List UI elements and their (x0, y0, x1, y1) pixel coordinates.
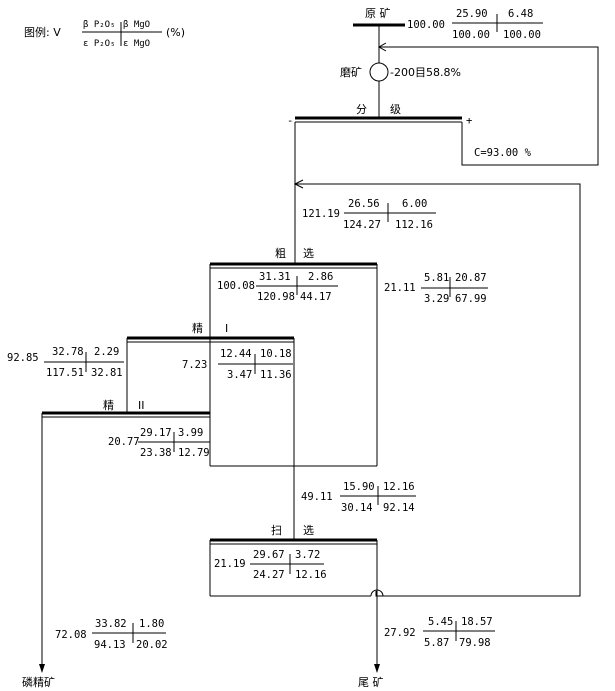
cleaner2-label-left: 精 (103, 399, 114, 412)
legend-prefix: 图例: V (24, 25, 61, 39)
rougher-label-left: 粗 (275, 247, 286, 260)
rougher-conc-b1: 31.31 (259, 271, 291, 283)
tailings-b1: 5.45 (428, 616, 453, 628)
recycle-line (379, 46, 599, 166)
cleaner1-tail-b1: 12.44 (220, 348, 252, 360)
cleaner1-tail-b2: 10.18 (260, 348, 292, 360)
legend: 图例: V β P₂O₅ β MgO ε P₂O₅ ε MgO (%) (24, 20, 185, 49)
classify-plus: + (466, 115, 472, 127)
classify-label-right: 级 (390, 103, 401, 116)
rougher-conc-e1: 120.98 (257, 291, 295, 303)
feed-b2: 6.48 (508, 8, 533, 20)
tailings-label: 尾 矿 (358, 676, 384, 689)
grinding-fineness: -200目58.8% (390, 66, 461, 79)
final-conc-e2: 20.02 (136, 639, 168, 651)
scav-feed-e2: 92.14 (383, 502, 415, 514)
scav-feed-b2: 12.16 (383, 481, 415, 493)
rougher-label-right: 选 (303, 247, 314, 260)
rougher-conc-e2: 44.17 (300, 291, 332, 303)
cleaner1-feed-v: 92.85 (7, 352, 39, 364)
rougher-feed-e1: 124.27 (343, 219, 381, 231)
scav-conc-b2: 3.72 (295, 549, 320, 561)
rougher-tail-b2: 20.87 (455, 272, 487, 284)
cleaner2-label-right: II (138, 399, 145, 412)
rougher-tail-e1: 3.29 (424, 293, 449, 305)
scav-conc-b1: 29.67 (253, 549, 285, 561)
cleaner1-feed-e2: 32.81 (91, 367, 123, 379)
final-conc-b1: 33.82 (95, 618, 127, 630)
cleaner2-tail-e2: 12.79 (178, 447, 210, 459)
cleaner2-tail-v: 20.77 (108, 436, 140, 448)
legend-top-right: β MgO (123, 20, 150, 30)
crossing-arc (370, 589, 384, 597)
scav-feed-b1: 15.90 (343, 481, 375, 493)
legend-unit: (%) (166, 26, 185, 39)
feed-e2: 100.00 (503, 29, 541, 41)
cleaner1-tail-e1: 3.47 (227, 369, 252, 381)
cleaner1-tail-e2: 11.36 (260, 369, 292, 381)
classify-circulating-load: C=93.00 % (474, 147, 532, 159)
rougher-feed-v: 121.19 (302, 208, 340, 220)
cleaner2-tail-b2: 3.99 (178, 427, 203, 439)
feed-b1: 25.90 (456, 8, 488, 20)
scav-return-arrow (293, 179, 304, 189)
scav-conc-e2: 12.16 (295, 569, 327, 581)
final-conc-b2: 1.80 (139, 618, 164, 630)
rougher-conc-b2: 2.86 (308, 271, 333, 283)
rougher-conc-v: 100.08 (217, 280, 255, 292)
rougher-tail-b1: 5.81 (424, 272, 449, 284)
cleaner2-tail-b1: 29.17 (140, 427, 172, 439)
cleaner1-tail-v: 7.23 (182, 359, 207, 371)
feed-e1: 100.00 (452, 29, 490, 41)
rougher-tail-e2: 67.99 (455, 293, 487, 305)
scav-feed-v: 49.11 (301, 491, 333, 503)
grinding-mill-icon (369, 62, 389, 82)
legend-top-left: β P₂O₅ (83, 20, 116, 30)
scav-conc-e1: 24.27 (253, 569, 285, 581)
rougher-feed-b2: 6.00 (402, 198, 427, 210)
scav-conc-return-line (295, 183, 581, 597)
legend-bottom-left: ε P₂O₅ (83, 39, 116, 49)
legend-bottom-right: ε MgO (123, 39, 150, 49)
classify-label-left: 分 (356, 103, 367, 116)
cleaner1-feed-b1: 32.78 (52, 346, 84, 358)
recycle-arrow (377, 42, 387, 52)
scav-conc-v: 21.19 (214, 558, 246, 570)
rougher-feed-e2: 112.16 (395, 219, 433, 231)
cleaner1-label-right: I (225, 322, 228, 335)
rougher-feed-b1: 26.56 (348, 198, 380, 210)
final-conc-arrow (39, 664, 45, 673)
scav-feed-e1: 30.14 (341, 502, 373, 514)
cleaner2-tail-e1: 23.38 (140, 447, 172, 459)
tailings-v: 27.92 (384, 627, 416, 639)
cleaner1-feed-e1: 117.51 (46, 367, 84, 379)
scavenger-label-left: 扫 (271, 524, 282, 537)
feed-v: 100.00 (407, 19, 445, 31)
cleaner1-feed-b2: 2.29 (94, 346, 119, 358)
tailings-b2: 18.57 (461, 616, 493, 628)
rougher-tail-v: 21.11 (384, 282, 416, 294)
final-conc-label: 磷精矿 (22, 676, 55, 689)
feed-label: 原 矿 (365, 7, 391, 20)
scavenger-label-right: 选 (303, 524, 314, 537)
grinding-label: 磨矿 (340, 66, 362, 79)
classify-minus: - (287, 115, 293, 127)
tailings-e1: 5.87 (424, 637, 449, 649)
cleaner1-label-left: 精 (192, 322, 203, 335)
tailings-arrow (374, 664, 380, 673)
tailings-e2: 79.98 (459, 637, 491, 649)
final-conc-v: 72.08 (55, 629, 87, 641)
final-conc-e1: 94.13 (94, 639, 126, 651)
